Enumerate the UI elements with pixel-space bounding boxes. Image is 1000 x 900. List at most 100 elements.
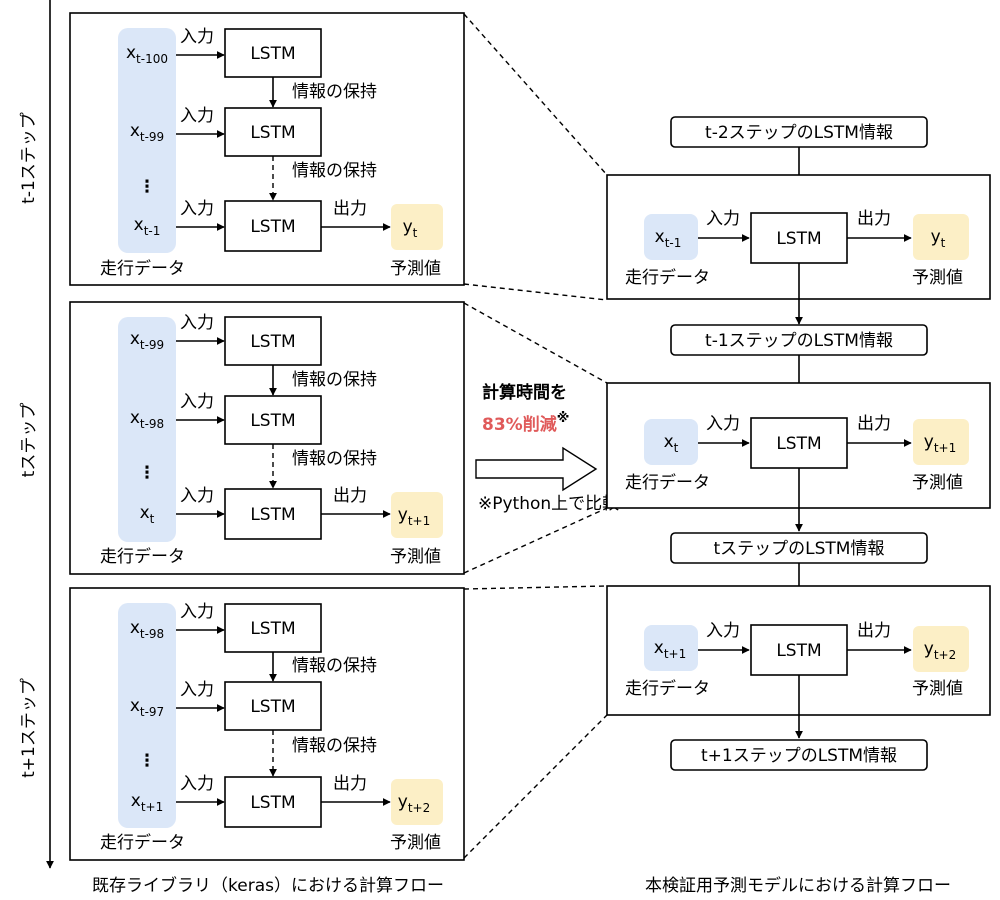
lstm-label: LSTM xyxy=(250,123,295,143)
input-chip xyxy=(644,214,698,260)
lstm-label: LSTM xyxy=(250,697,295,717)
input-label: 入力 xyxy=(180,602,214,622)
left-caption: 既存ライブラリ（keras）における計算フロー xyxy=(92,875,444,896)
lstm-box xyxy=(224,200,322,252)
run-data-column xyxy=(118,603,176,828)
prediction-label: 予測値 xyxy=(912,268,963,288)
lstm-box xyxy=(224,681,322,731)
input-var: xt+1 xyxy=(131,791,163,814)
reduction-highlight: 83%削減 xyxy=(482,414,557,435)
time-axis: t-1ステップ tステップ t+1ステップ xyxy=(19,0,54,869)
prediction-var: yt+1 xyxy=(924,432,956,455)
reduction-line1: 計算時間を xyxy=(482,382,567,403)
input-chip xyxy=(644,419,698,465)
input-var: xt-100 xyxy=(126,43,168,66)
prediction-var: yt+2 xyxy=(924,639,956,662)
input-label: 入力 xyxy=(180,486,214,506)
input-label: 入力 xyxy=(706,621,740,641)
input-var: xt-1 xyxy=(655,227,682,250)
input-label: 入力 xyxy=(180,106,214,126)
prediction-box xyxy=(391,204,443,250)
input-var: xt-99 xyxy=(130,121,164,144)
vertical-ellipsis: ⋮ xyxy=(139,463,156,483)
input-var: xt-98 xyxy=(130,408,164,431)
input-label: 入力 xyxy=(180,680,214,700)
input-label: 入力 xyxy=(706,414,740,434)
lstm-box xyxy=(224,488,322,540)
connector xyxy=(463,283,608,301)
run-data-column xyxy=(118,28,176,253)
connector xyxy=(463,585,608,590)
lstm-box xyxy=(224,603,322,653)
run-data-label: 走行データ xyxy=(100,258,185,279)
right-flow: t-2ステップのLSTM情報 xt-1 走行データ 入力 LSTM 出力 yt … xyxy=(606,116,991,771)
lstm-label: LSTM xyxy=(250,411,295,431)
lstm-box xyxy=(224,316,322,366)
output-label: 出力 xyxy=(857,209,891,229)
run-data-label: 走行データ xyxy=(625,678,710,699)
reduction-callout: 計算時間を 83%削減※ ※Python上で比較 xyxy=(475,382,619,514)
time-axis-step-t-1: t-1ステップ xyxy=(19,112,39,204)
prediction-var: yt xyxy=(403,217,418,240)
prediction-var: yt xyxy=(931,227,946,250)
output-label: 出力 xyxy=(333,199,367,219)
lstm-box xyxy=(750,624,848,676)
reduction-line2: 83%削減※ xyxy=(482,411,569,435)
connector xyxy=(463,714,608,859)
run-data-label: 走行データ xyxy=(100,546,185,567)
input-var: xt xyxy=(140,503,155,526)
lstm-box xyxy=(750,417,848,469)
input-var: xt-1 xyxy=(134,215,161,238)
left-panel-t-1: 走行データ xt-100 xt-99 ⋮ xt-1 入力 入力 入力 LSTM … xyxy=(69,12,465,286)
prediction-label: 予測値 xyxy=(390,547,441,567)
input-label: 入力 xyxy=(180,392,214,412)
lstm-info-label: t-1ステップのLSTM情報 xyxy=(705,331,893,351)
run-data-column xyxy=(118,317,176,542)
keep-label: 情報の保持 xyxy=(292,736,377,756)
vertical-ellipsis: ⋮ xyxy=(139,751,156,771)
prediction-box xyxy=(913,626,969,672)
left-panel-t: 走行データ xt-99 xt-98 ⋮ xt 入力 入力 入力 LSTM LST… xyxy=(69,301,465,575)
lstm-label: LSTM xyxy=(776,229,821,249)
prediction-var: yt+2 xyxy=(398,792,430,815)
lstm-box xyxy=(750,212,848,264)
prediction-label: 予測値 xyxy=(912,679,963,699)
keep-label: 情報の保持 xyxy=(292,449,377,469)
lstm-info-label: tステップのLSTM情報 xyxy=(714,539,885,559)
output-label: 出力 xyxy=(333,774,367,794)
prediction-box xyxy=(913,214,969,260)
lstm-label: LSTM xyxy=(250,217,295,237)
time-axis-step-t+1: t+1ステップ xyxy=(19,678,39,778)
connector xyxy=(463,13,608,176)
output-label: 出力 xyxy=(857,621,891,641)
lstm-label: LSTM xyxy=(250,619,295,639)
input-var: xt xyxy=(664,432,679,455)
keep-label: 情報の保持 xyxy=(292,82,377,102)
input-label: 入力 xyxy=(180,313,214,333)
lstm-label: LSTM xyxy=(250,44,295,64)
input-label: 入力 xyxy=(180,199,214,219)
keep-label: 情報の保持 xyxy=(292,370,377,390)
run-data-label: 走行データ xyxy=(625,267,710,288)
lstm-box xyxy=(224,776,322,828)
input-var: xt-99 xyxy=(130,329,164,352)
input-var: xt+1 xyxy=(654,638,686,661)
big-right-arrow xyxy=(475,446,598,492)
input-var: xt-97 xyxy=(130,696,164,719)
connector xyxy=(463,302,608,384)
output-label: 出力 xyxy=(857,414,891,434)
connector xyxy=(463,507,608,574)
lstm-label: LSTM xyxy=(776,434,821,454)
input-label: 入力 xyxy=(180,27,214,47)
left-panel-t+1: 走行データ xt-98 xt-97 ⋮ xt+1 入力 入力 入力 LSTM L… xyxy=(69,587,465,861)
output-label: 出力 xyxy=(333,486,367,506)
lstm-label: LSTM xyxy=(776,641,821,661)
prediction-label: 予測値 xyxy=(912,473,963,493)
lstm-label: LSTM xyxy=(250,505,295,525)
panel-connectors xyxy=(463,13,608,859)
reduction-note: ※Python上で比較 xyxy=(478,494,619,514)
lstm-info-label: t+1ステップのLSTM情報 xyxy=(701,746,897,766)
run-data-label: 走行データ xyxy=(625,472,710,493)
input-label: 入力 xyxy=(706,209,740,229)
